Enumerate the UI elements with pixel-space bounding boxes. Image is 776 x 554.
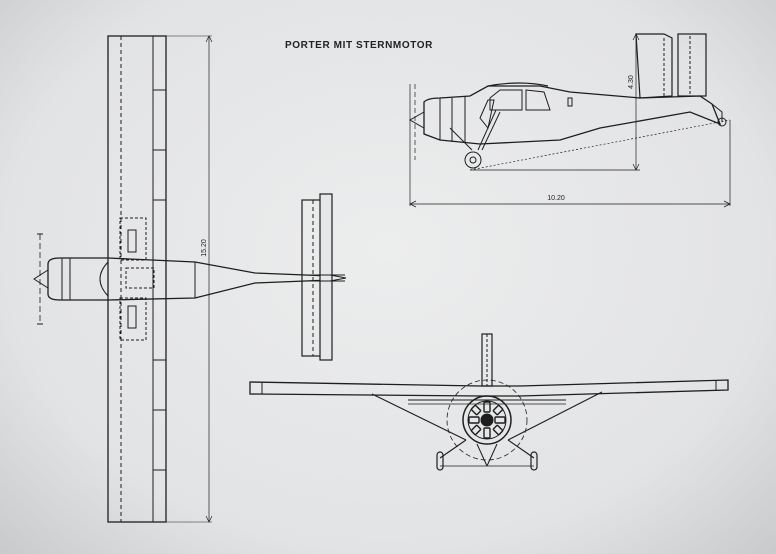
top-view-wing [107, 35, 167, 523]
side-view-fuselage [408, 33, 727, 169]
top-view-tailplane [301, 193, 347, 361]
top-view-fuselage [33, 233, 331, 325]
top-view: 15.20 [33, 35, 347, 523]
side-view: 10.20 4.30 [408, 33, 731, 208]
radial-engine [462, 395, 512, 445]
landing-gear [436, 439, 538, 471]
height-dimension-label: 4.30 [628, 75, 635, 89]
front-view-wing [249, 379, 729, 397]
front-view-fin [481, 333, 493, 387]
length-dimension-label: 10.20 [547, 195, 565, 202]
span-dimension-label: 15.20 [201, 239, 208, 257]
wing-struts [371, 391, 603, 441]
propeller-disc [446, 379, 528, 461]
span-dimension-line [166, 35, 213, 523]
side-view-dimension-lines [409, 33, 731, 208]
drawing-title: PORTER MIT STERNMOTOR [285, 40, 433, 51]
front-view [249, 333, 729, 471]
